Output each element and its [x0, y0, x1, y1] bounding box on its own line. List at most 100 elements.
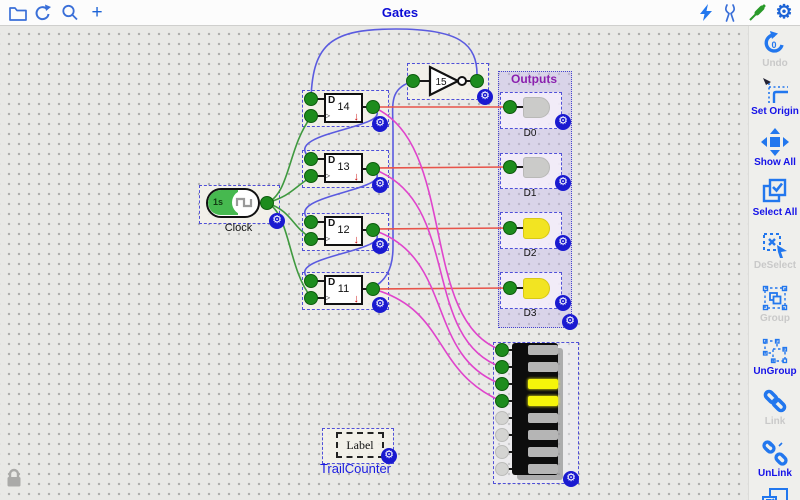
flipflop-14[interactable]: D 14 ↓ ▷ [324, 93, 363, 123]
bar-segment-4 [528, 396, 558, 406]
probe-icon[interactable] [747, 3, 767, 23]
ff12-gear-badge[interactable]: ⚙ [372, 238, 388, 254]
led-d3-pin[interactable] [503, 281, 517, 295]
bar-pin-4[interactable] [495, 394, 509, 408]
folder-icon[interactable] [8, 3, 28, 23]
bar-pin-5[interactable] [495, 411, 509, 425]
led-d0-gear-badge[interactable]: ⚙ [555, 114, 571, 130]
schematic-canvas[interactable]: 1s ⚙ Clock D 14 ↓ ▷ ⚙ D 13 ↓ ▷ ⚙ D 12 ↓ … [0, 25, 748, 500]
unlink-button[interactable]: UnLink [749, 439, 800, 479]
bar-pin-3[interactable] [495, 377, 509, 391]
ff14-clk-pin[interactable] [304, 109, 318, 123]
undo-button[interactable]: 0 Undo [749, 29, 800, 69]
bar-display-gear-badge[interactable]: ⚙ [563, 471, 579, 487]
ff13-d-pin[interactable] [304, 152, 318, 166]
bar-segment-6 [528, 430, 558, 440]
bar-segment-5 [528, 413, 558, 423]
clock-output-pin[interactable] [260, 196, 274, 210]
wire-ff11-to-d3 [372, 287, 510, 290]
led-d2-label: D2 [523, 248, 537, 259]
falling-edge-icon: ↓ [353, 234, 360, 246]
label-gear-badge[interactable]: ⚙ [381, 448, 397, 464]
ungroup-button[interactable]: UnGroup [749, 337, 800, 377]
clock-gear-badge[interactable]: ⚙ [269, 213, 285, 229]
square-wave-icon [235, 197, 253, 208]
link-button[interactable]: Link [749, 387, 800, 427]
ff12-q-pin[interactable] [366, 223, 380, 237]
ff14-d-pin[interactable] [304, 92, 318, 106]
led-d3[interactable] [523, 278, 550, 299]
wire-ff13-to-d1 [372, 166, 510, 169]
wire-ff14-to-bar1 [372, 106, 502, 351]
fit-view-button[interactable] [749, 487, 800, 500]
ff11-q-pin[interactable] [366, 282, 380, 296]
ff13-q-pin[interactable] [366, 162, 380, 176]
label-component[interactable]: Label [336, 432, 384, 458]
clock-label: Clock [224, 222, 253, 234]
bar-pin-2[interactable] [495, 360, 509, 374]
ff14-gear-badge[interactable]: ⚙ [372, 116, 388, 132]
outputs-group-gear-badge[interactable]: ⚙ [562, 314, 578, 330]
clock-interval: 1s [213, 197, 224, 207]
not-gear-badge[interactable]: ⚙ [477, 89, 493, 105]
search-icon[interactable] [60, 3, 80, 23]
settings-gear-icon[interactable]: ⚙ [775, 2, 793, 23]
not-input-pin[interactable] [406, 74, 420, 88]
show-all-icon [761, 128, 789, 156]
fit-view-icon [762, 488, 788, 500]
ff12-d-pin[interactable] [304, 215, 318, 229]
led-d2-pin[interactable] [503, 221, 517, 235]
bar-segment-8 [528, 464, 558, 474]
bar-pin-8[interactable] [495, 462, 509, 476]
show-all-button[interactable]: Show All [749, 128, 800, 168]
group-icon [762, 285, 788, 311]
lock-icon [7, 468, 21, 487]
bar-pin-6[interactable] [495, 428, 509, 442]
link-icon [763, 389, 787, 413]
led-d1-gear-badge[interactable]: ⚙ [555, 175, 571, 191]
flipflop-11[interactable]: D 11 ↓ ▷ [324, 275, 363, 305]
led-d0[interactable] [523, 97, 550, 118]
bar-segment-1 [528, 345, 558, 355]
not-output-pin[interactable] [470, 74, 484, 88]
ff12-clk-pin[interactable] [304, 232, 318, 246]
group-button[interactable]: Group [749, 284, 800, 324]
ff11-d-pin[interactable] [304, 274, 318, 288]
clock-input-triangle-icon: ▷ [324, 234, 331, 243]
led-d1[interactable] [523, 157, 550, 178]
ff11-gear-badge[interactable]: ⚙ [372, 297, 388, 313]
deselect-button[interactable]: DeSelect [749, 231, 800, 271]
led-d0-pin[interactable] [503, 100, 517, 114]
falling-edge-icon: ↓ [353, 111, 360, 123]
run-lightning-icon[interactable] [696, 3, 716, 23]
bar-segment-7 [528, 447, 558, 457]
led-d3-label: D3 [523, 308, 537, 319]
document-title: Gates [381, 5, 419, 20]
add-icon[interactable]: + [91, 2, 103, 23]
clock-face [232, 190, 257, 215]
clock-component[interactable]: 1s [206, 188, 260, 218]
ff13-gear-badge[interactable]: ⚙ [372, 177, 388, 193]
select-all-button[interactable]: Select All [749, 178, 800, 218]
not-gate-id: 15 [435, 77, 447, 88]
set-origin-icon [763, 78, 788, 103]
flipflop-12[interactable]: D 12 ↓ ▷ [324, 216, 363, 246]
ff14-q-pin[interactable] [366, 100, 380, 114]
pliers-icon[interactable] [720, 3, 740, 23]
select-all-icon [762, 178, 787, 203]
ff13-clk-pin[interactable] [304, 169, 318, 183]
led-d2[interactable] [523, 218, 550, 239]
bar-pin-7[interactable] [495, 445, 509, 459]
flipflop-13[interactable]: D 13 ↓ ▷ [324, 153, 363, 183]
ff11-clk-pin[interactable] [304, 291, 318, 305]
wire-ff12-to-d2 [372, 227, 510, 230]
led-d1-pin[interactable] [503, 160, 517, 174]
ungroup-icon [762, 338, 788, 364]
redo-icon[interactable] [33, 3, 53, 23]
set-origin-button[interactable]: Set Origin [749, 77, 800, 117]
led-d2-gear-badge[interactable]: ⚙ [555, 235, 571, 251]
not-gate-15[interactable]: 15 [428, 65, 470, 102]
led-d3-gear-badge[interactable]: ⚙ [555, 295, 571, 311]
wire-ff12-to-bar3 [372, 229, 502, 385]
bar-pin-1[interactable] [495, 343, 509, 357]
